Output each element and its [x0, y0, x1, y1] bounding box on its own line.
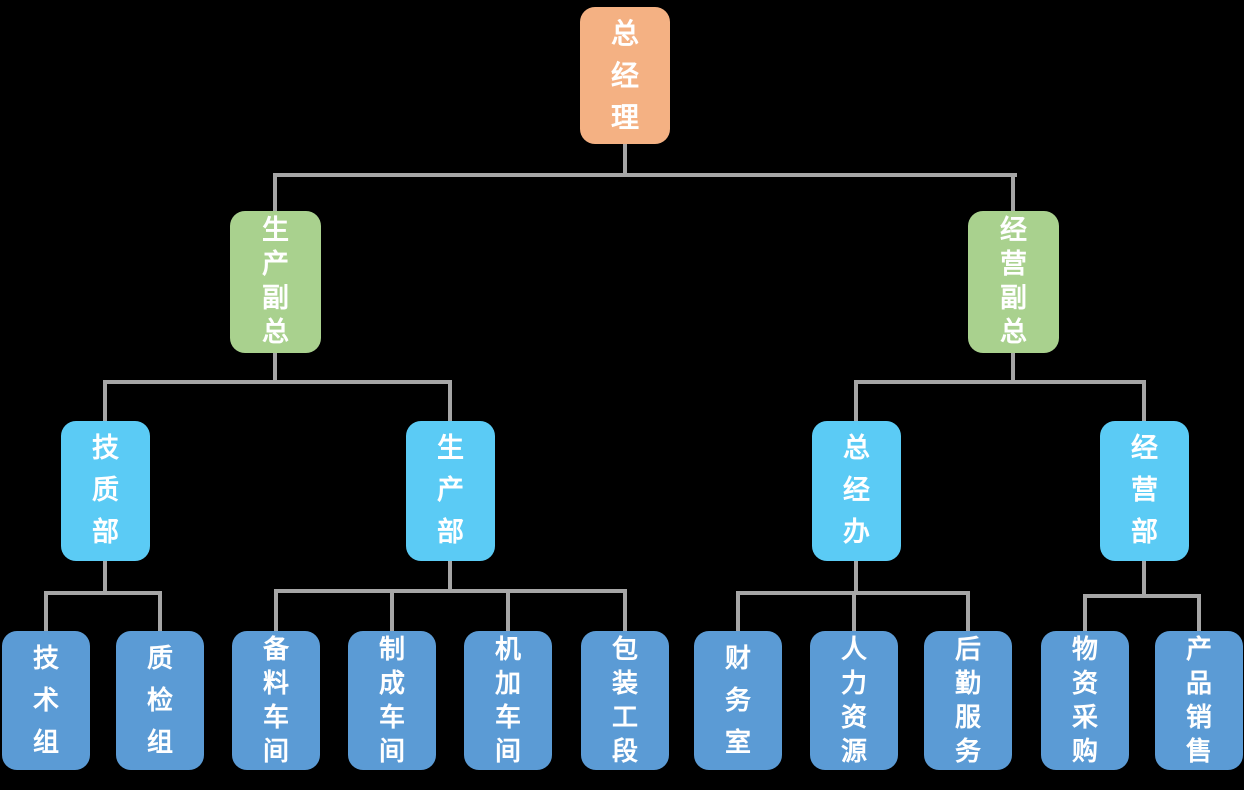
- connector-line: [1083, 594, 1087, 631]
- connector-line: [1142, 561, 1146, 596]
- org-node-quality-inspection-group: 质 检 组: [116, 631, 204, 770]
- org-node-logistics-service: 后 勤 服 务: [924, 631, 1012, 770]
- org-node-production-dept: 生 产 部: [406, 421, 495, 561]
- org-node-tech-quality-dept: 技 质 部: [61, 421, 150, 561]
- connector-line: [273, 173, 277, 213]
- connector-line: [623, 144, 627, 177]
- org-node-label: 制 成 车 间: [378, 634, 405, 767]
- connector-line: [448, 561, 452, 591]
- org-node-human-resources: 人 力 资 源: [810, 631, 898, 770]
- connector-line: [854, 380, 1146, 384]
- org-node-label: 技 质 部: [92, 433, 119, 548]
- org-node-gm-office: 总 经 办: [812, 421, 901, 561]
- org-node-label: 经 营 副 总: [1000, 215, 1027, 348]
- org-node-product-sales: 产 品 销 售: [1155, 631, 1243, 770]
- org-node-technical-group: 技 术 组: [2, 631, 90, 770]
- connector-line: [1197, 594, 1201, 631]
- connector-line: [736, 591, 740, 631]
- connector-line: [103, 380, 107, 422]
- org-node-material-procurement: 物 资 采 购: [1041, 631, 1129, 770]
- org-node-label: 备 料 车 间: [262, 634, 289, 767]
- org-node-label: 财 务 室: [724, 643, 751, 758]
- org-node-label: 产 品 销 售: [1185, 634, 1212, 767]
- org-node-material-prep-workshop: 备 料 车 间: [232, 631, 320, 770]
- connector-line: [1011, 353, 1015, 384]
- connector-line: [1142, 380, 1146, 422]
- org-node-label: 人 力 资 源: [840, 634, 867, 767]
- connector-line: [158, 591, 162, 631]
- connector-line: [103, 380, 452, 384]
- connector-line: [274, 589, 278, 631]
- org-node-label: 生 产 副 总: [262, 215, 289, 348]
- connector-line: [103, 561, 107, 593]
- org-node-label: 物 资 采 购: [1071, 634, 1098, 767]
- connector-line: [854, 380, 858, 422]
- connector-line: [506, 589, 510, 631]
- org-node-label: 后 勤 服 务: [954, 634, 981, 767]
- org-node-label: 机 加 车 间: [494, 634, 521, 767]
- connector-line: [623, 589, 627, 631]
- org-node-label: 技 术 组: [32, 643, 59, 758]
- org-node-production-vp: 生 产 副 总: [230, 211, 321, 353]
- connector-line: [1011, 173, 1015, 213]
- connector-line: [273, 173, 1017, 177]
- connector-line: [44, 591, 48, 631]
- connector-line: [966, 591, 970, 631]
- org-node-label: 总 经 理: [610, 16, 639, 134]
- org-node-label: 包 装 工 段: [611, 634, 638, 767]
- org-node-packaging-section: 包 装 工 段: [581, 631, 669, 770]
- org-node-operations-dept: 经 营 部: [1100, 421, 1189, 561]
- connector-line: [44, 591, 162, 595]
- connector-line: [1083, 594, 1201, 598]
- org-node-finance-office: 财 务 室: [694, 631, 782, 770]
- connector-line: [274, 589, 627, 593]
- org-node-machining-workshop: 机 加 车 间: [464, 631, 552, 770]
- org-node-label: 总 经 办: [843, 433, 870, 548]
- org-node-label: 生 产 部: [437, 433, 464, 548]
- org-node-finishing-workshop: 制 成 车 间: [348, 631, 436, 770]
- connector-line: [273, 353, 277, 384]
- org-node-label: 经 营 部: [1131, 433, 1158, 548]
- org-node-general-manager: 总 经 理: [580, 7, 670, 144]
- org-node-label: 质 检 组: [146, 643, 173, 758]
- connector-line: [390, 589, 394, 631]
- org-node-operations-vp: 经 营 副 总: [968, 211, 1059, 353]
- connector-line: [852, 591, 856, 631]
- connector-line: [448, 380, 452, 422]
- connector-line: [854, 561, 858, 593]
